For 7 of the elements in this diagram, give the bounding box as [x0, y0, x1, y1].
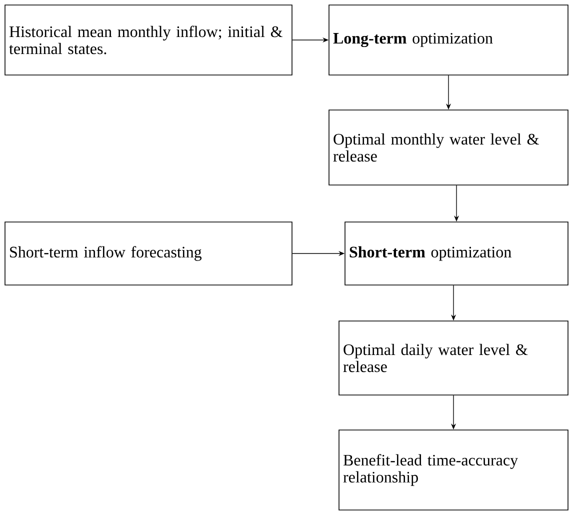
process-box: Short-term optimization	[344, 222, 568, 286]
process-box: Optimal monthly water level & release	[328, 110, 568, 186]
process-box: Long-term optimization	[328, 4, 568, 76]
process-box: Optimal daily water level & release	[338, 320, 568, 396]
process-box: Benefit-lead time-accuracy relationship	[338, 430, 568, 510]
process-box: Short-term inflow forecasting	[4, 222, 292, 286]
process-box: Historical mean monthly inflow; initial & terminal states.	[4, 4, 292, 76]
